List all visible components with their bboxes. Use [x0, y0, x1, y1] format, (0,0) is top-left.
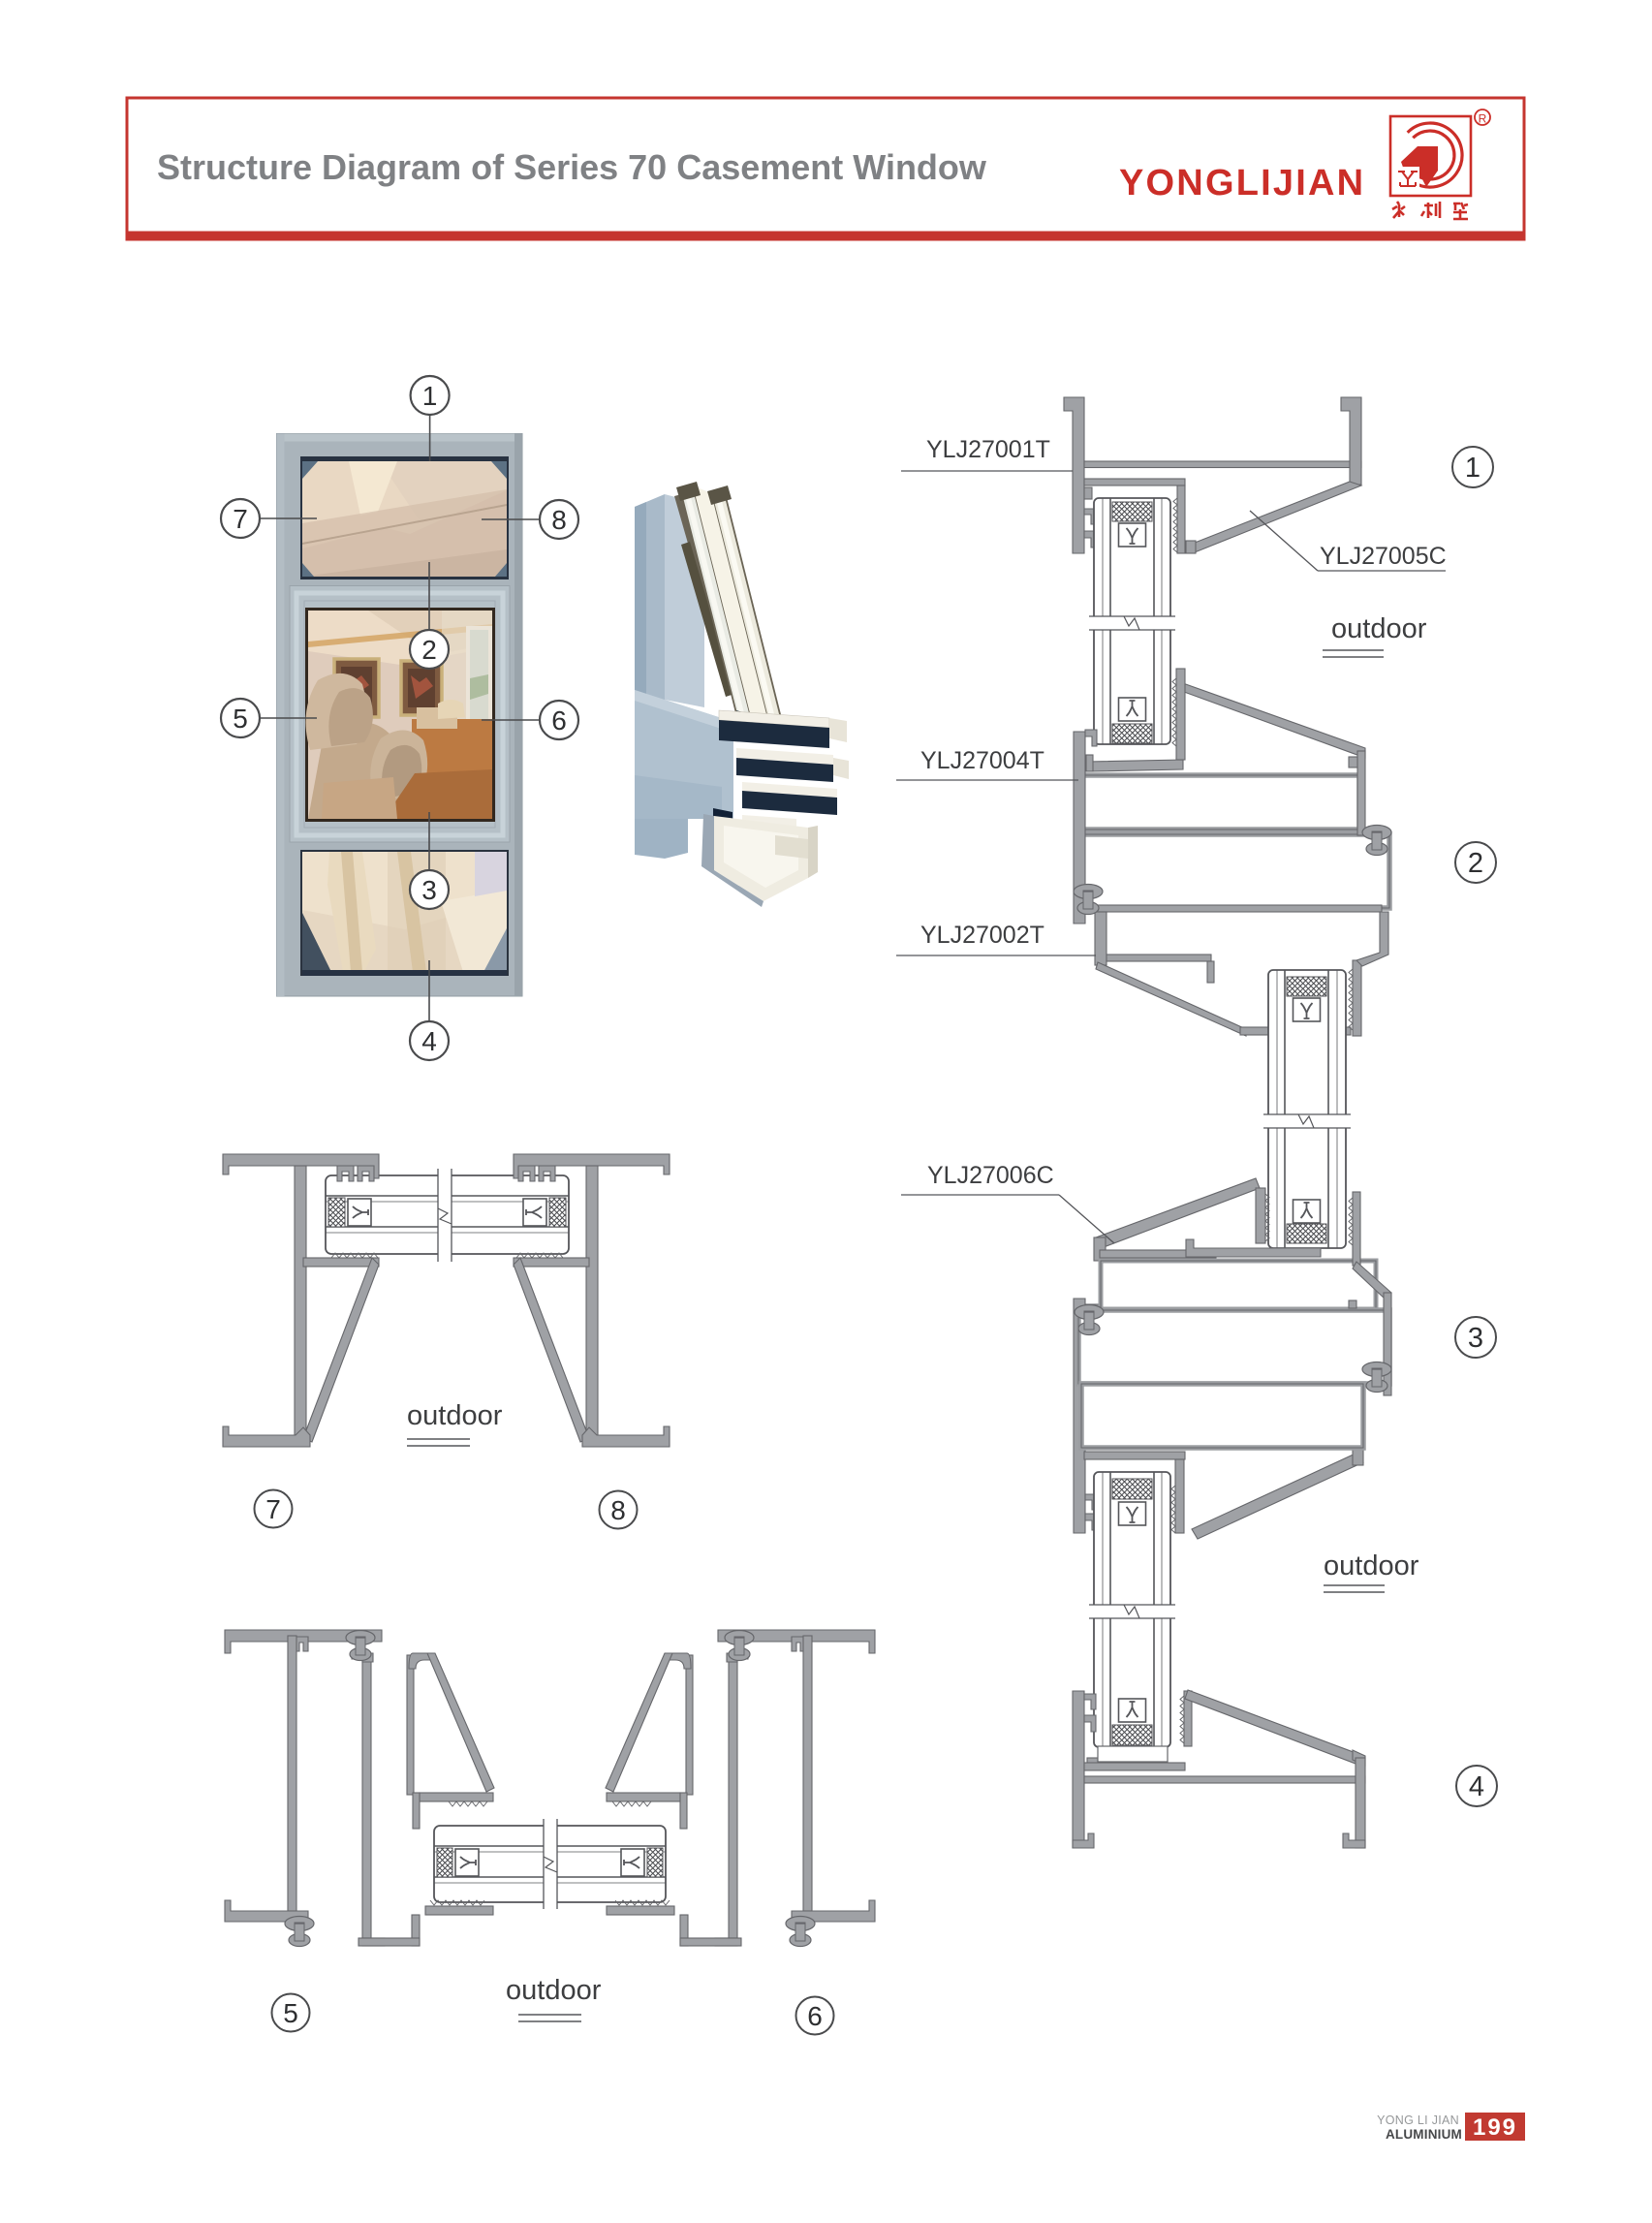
svg-text:199: 199 — [1473, 2114, 1517, 2141]
svg-text:YONG LI JIAN: YONG LI JIAN — [1377, 2113, 1459, 2127]
svg-text:R: R — [1479, 112, 1487, 126]
svg-text:outdoor: outdoor — [506, 1975, 602, 2006]
svg-text:7: 7 — [233, 504, 248, 534]
svg-text:4: 4 — [1469, 1771, 1484, 1802]
svg-text:YLJ27001T: YLJ27001T — [926, 436, 1050, 463]
svg-text:outdoor: outdoor — [407, 1400, 503, 1431]
svg-text:outdoor: outdoor — [1331, 613, 1427, 644]
svg-text:YONGLIJIAN: YONGLIJIAN — [1119, 163, 1365, 204]
svg-text:1: 1 — [1465, 453, 1481, 484]
svg-text:7: 7 — [265, 1494, 281, 1524]
svg-text:5: 5 — [283, 1998, 298, 2028]
svg-text:6: 6 — [551, 705, 567, 736]
svg-text:YLJ27004T: YLJ27004T — [920, 747, 1044, 774]
svg-text:3: 3 — [421, 875, 437, 905]
svg-text:Structure Diagram of Series 70: Structure Diagram of Series 70 Casement … — [157, 147, 987, 187]
svg-text:1: 1 — [422, 381, 438, 411]
svg-text:2: 2 — [421, 635, 437, 665]
svg-text:3: 3 — [1468, 1323, 1483, 1354]
svg-text:5: 5 — [233, 704, 248, 734]
svg-text:outdoor: outdoor — [1324, 1550, 1419, 1581]
svg-text:8: 8 — [551, 505, 567, 535]
svg-text:4: 4 — [421, 1026, 437, 1056]
svg-text:ALUMINIUM: ALUMINIUM — [1386, 2127, 1462, 2142]
svg-text:YLJ27005C: YLJ27005C — [1320, 543, 1447, 570]
svg-text:8: 8 — [610, 1495, 626, 1525]
svg-text:YLJ27002T: YLJ27002T — [920, 922, 1044, 949]
svg-text:2: 2 — [1468, 848, 1483, 879]
svg-text:6: 6 — [807, 2001, 823, 2031]
svg-text:YLJ27006C: YLJ27006C — [927, 1162, 1054, 1189]
